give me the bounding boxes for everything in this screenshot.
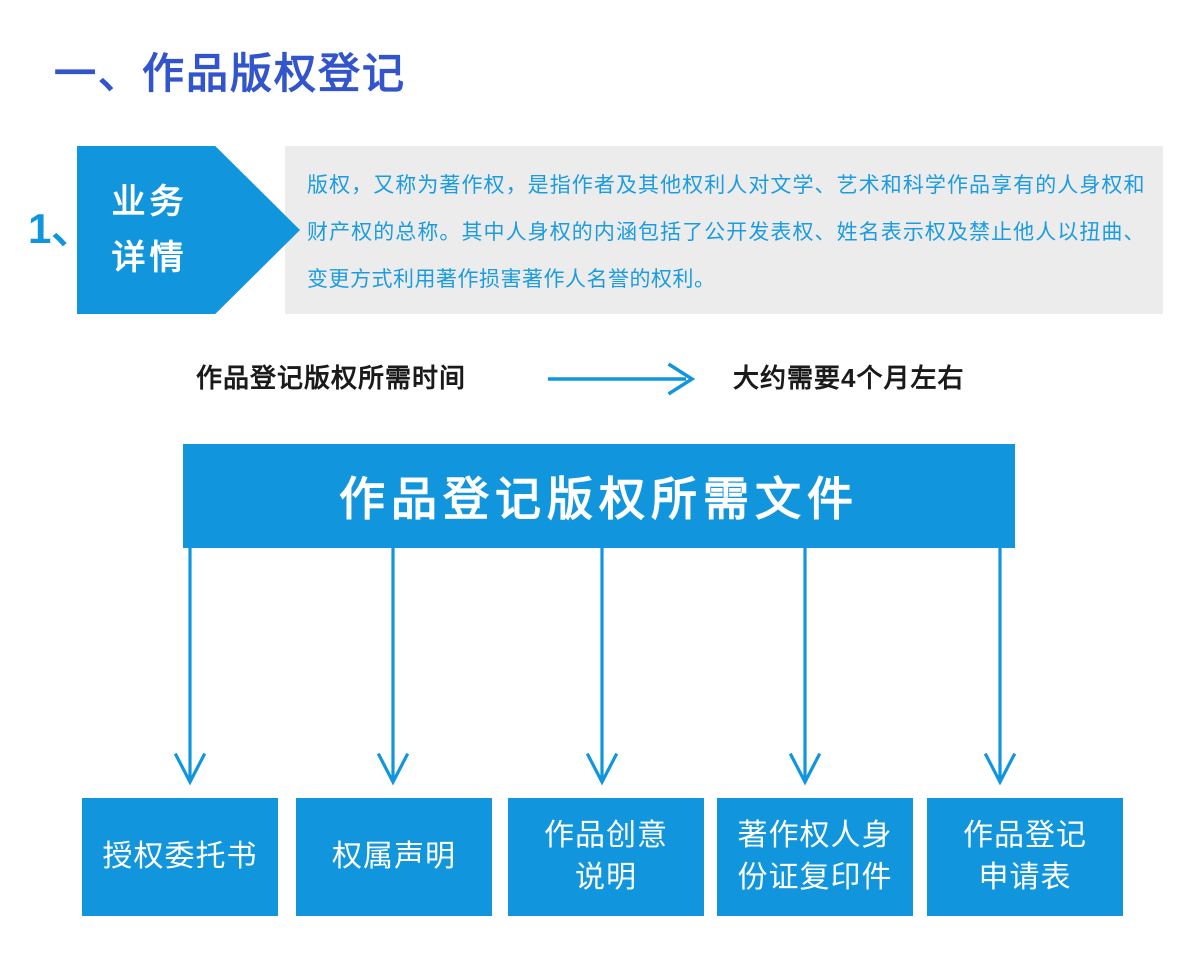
detail-tag-line-2: 详情 bbox=[111, 239, 188, 277]
connector-arrow-1 bbox=[173, 548, 207, 786]
connector-arrow-2 bbox=[376, 548, 410, 786]
page-title: 一、作品版权登记 bbox=[54, 50, 407, 97]
business-detail-tag: 业务 详情 bbox=[77, 146, 300, 314]
timing-row: 作品登记版权所需时间 大约需要4个月左右 bbox=[0, 358, 1200, 400]
connector-arrow-4 bbox=[788, 548, 822, 786]
document-box[interactable]: 著作权人身份证复印件 bbox=[717, 798, 913, 916]
documents-banner: 作品登记版权所需文件 bbox=[183, 444, 1015, 548]
arrow-right-icon bbox=[546, 362, 698, 401]
document-box[interactable]: 权属声明 bbox=[296, 798, 492, 916]
timing-value: 大约需要4个月左右 bbox=[733, 363, 965, 393]
business-detail-block: 1、 版权，又称为著作权，是指作者及其他权利人对文学、艺术和科学作品享有的人身权… bbox=[0, 146, 1200, 314]
detail-text-panel: 版权，又称为著作权，是指作者及其他权利人对文学、艺术和科学作品享有的人身权和财产… bbox=[285, 146, 1163, 314]
detail-body-text: 版权，又称为著作权，是指作者及其他权利人对文学、艺术和科学作品享有的人身权和财产… bbox=[307, 174, 1145, 291]
document-box[interactable]: 作品创意说明 bbox=[508, 798, 704, 916]
detail-tag-label: 业务 详情 bbox=[77, 146, 222, 314]
document-box[interactable]: 作品登记申请表 bbox=[927, 798, 1123, 916]
document-box-row: 授权委托书 权属声明 作品创意说明 著作权人身份证复印件 作品登记申请表 bbox=[0, 798, 1200, 916]
document-box[interactable]: 授权委托书 bbox=[82, 798, 278, 916]
timing-label: 作品登记版权所需时间 bbox=[196, 363, 467, 393]
documents-banner-title: 作品登记版权所需文件 bbox=[339, 473, 859, 525]
connector-arrow-3 bbox=[585, 548, 619, 786]
connector-arrow-5 bbox=[983, 548, 1017, 786]
detail-tag-line-1: 业务 bbox=[111, 183, 188, 221]
